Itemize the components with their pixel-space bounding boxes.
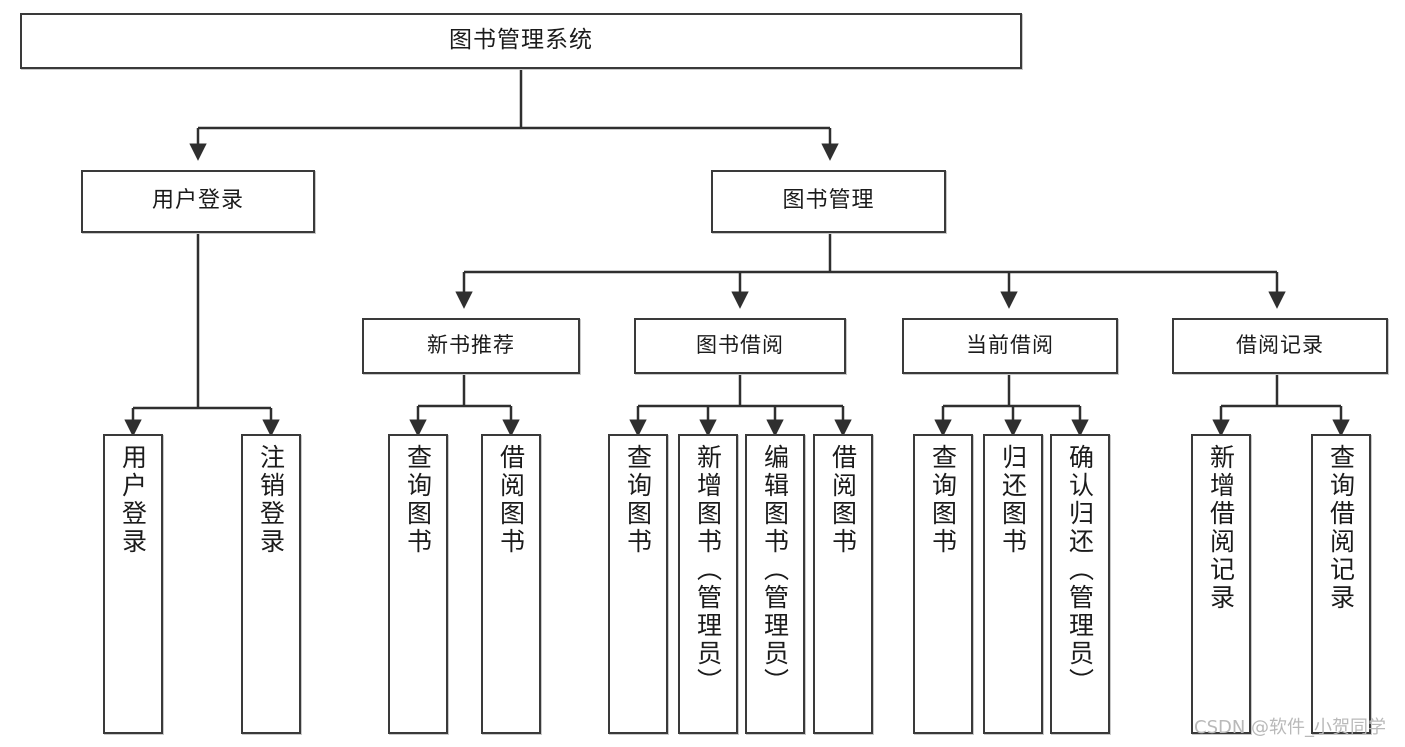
node-leaf-query-book-1[interactable]: 查询图书 bbox=[388, 434, 448, 734]
node-leaf-return-book[interactable]: 归还图书 bbox=[983, 434, 1043, 734]
node-label: 新增借阅记录 bbox=[1206, 444, 1236, 612]
node-leaf-confirm-return[interactable]: 确认归还（管理员） bbox=[1050, 434, 1110, 734]
node-book-manage[interactable]: 图书管理 bbox=[711, 170, 946, 233]
node-leaf-add-book[interactable]: 新增图书（管理员） bbox=[678, 434, 738, 734]
node-label: 确认归还（管理员） bbox=[1065, 444, 1095, 696]
node-new-book-recommend[interactable]: 新书推荐 bbox=[362, 318, 580, 374]
node-label: 图书借阅 bbox=[696, 333, 784, 358]
node-leaf-borrow-book-1[interactable]: 借阅图书 bbox=[481, 434, 541, 734]
node-book-borrow[interactable]: 图书借阅 bbox=[634, 318, 846, 374]
node-label: 查询图书 bbox=[403, 444, 433, 556]
node-label: 归还图书 bbox=[998, 444, 1028, 556]
node-leaf-add-record[interactable]: 新增借阅记录 bbox=[1191, 434, 1251, 734]
node-label: 编辑图书（管理员） bbox=[760, 444, 790, 696]
node-label: 借阅图书 bbox=[828, 444, 858, 556]
node-leaf-borrow-book-2[interactable]: 借阅图书 bbox=[813, 434, 873, 734]
node-leaf-query-book-3[interactable]: 查询图书 bbox=[913, 434, 973, 734]
node-label: 查询图书 bbox=[623, 444, 653, 556]
node-label: 注销登录 bbox=[256, 444, 286, 556]
node-root-system[interactable]: 图书管理系统 bbox=[20, 13, 1022, 69]
node-leaf-query-record[interactable]: 查询借阅记录 bbox=[1311, 434, 1371, 734]
node-borrow-record[interactable]: 借阅记录 bbox=[1172, 318, 1388, 374]
node-leaf-query-book-2[interactable]: 查询图书 bbox=[608, 434, 668, 734]
node-label: 新书推荐 bbox=[427, 333, 515, 358]
node-label: 图书管理系统 bbox=[449, 27, 593, 54]
node-leaf-logout-login[interactable]: 注销登录 bbox=[241, 434, 301, 734]
node-leaf-user-login[interactable]: 用户登录 bbox=[103, 434, 163, 734]
node-label: 查询借阅记录 bbox=[1326, 444, 1356, 612]
node-label: 借阅记录 bbox=[1236, 333, 1324, 358]
node-current-borrow[interactable]: 当前借阅 bbox=[902, 318, 1118, 374]
node-label: 图书管理 bbox=[782, 188, 875, 214]
node-label: 当前借阅 bbox=[966, 333, 1054, 358]
node-label: 借阅图书 bbox=[496, 444, 526, 556]
node-label: 用户登录 bbox=[118, 444, 148, 556]
node-label: 用户登录 bbox=[151, 188, 244, 214]
node-label: 新增图书（管理员） bbox=[693, 444, 723, 696]
node-leaf-edit-book[interactable]: 编辑图书（管理员） bbox=[745, 434, 805, 734]
node-user-login[interactable]: 用户登录 bbox=[81, 170, 315, 233]
watermark-text: CSDN @软件_小贺同学 bbox=[1194, 717, 1387, 738]
node-label: 查询图书 bbox=[928, 444, 958, 556]
